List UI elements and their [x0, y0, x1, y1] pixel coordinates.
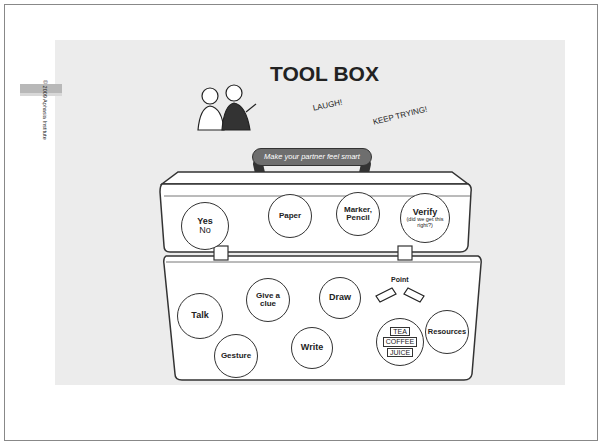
- tool-circle: Draw: [319, 277, 361, 319]
- tool-circle: Talk: [177, 293, 223, 339]
- tool-circle: Gesture: [214, 334, 258, 378]
- tool-label: Make your partner feel smart: [264, 153, 360, 161]
- tool-circle: Verify(did we get this right?): [400, 193, 450, 243]
- tool-label: Draw: [329, 293, 351, 302]
- latch: [214, 246, 228, 260]
- tool-sublabel: JUICE: [387, 348, 413, 357]
- people-figures: [198, 85, 256, 130]
- decor-bar-shadow: [20, 93, 62, 96]
- tool-label: Point: [391, 276, 409, 283]
- word-list-circle: TEACOFFEE JUICE: [376, 318, 424, 366]
- slide-frame: [5, 5, 598, 441]
- tool-label: Paper: [279, 212, 301, 220]
- tool-label: TEA: [390, 327, 410, 336]
- tool-label: Give a clue: [250, 292, 286, 309]
- tool-sublabel: (did we get this right?): [404, 217, 446, 229]
- latch: [398, 246, 412, 260]
- tool-sublabel: No: [199, 226, 211, 235]
- box-body: [164, 256, 481, 380]
- slide-title: TOOL BOX: [270, 62, 379, 86]
- tool-label: Gesture: [221, 352, 251, 360]
- copyright-note: © 2009 Aphasia Institute: [42, 80, 48, 140]
- tool-label: Talk: [191, 311, 208, 320]
- decor-bar: [20, 84, 62, 93]
- tool-circle: Resources: [425, 310, 469, 354]
- pointing-hands: [376, 288, 424, 302]
- lid-front: [160, 184, 471, 252]
- lid-top: [162, 172, 468, 184]
- tool-circle: Give a clue: [246, 278, 290, 322]
- yes-no-circle: YesNo: [181, 202, 229, 250]
- tool-circle: Paper: [268, 194, 312, 238]
- tool-label: Marker, Pencil: [340, 206, 376, 223]
- tool-circle: Marker, Pencil: [336, 192, 380, 236]
- tool-label: Verify: [413, 208, 438, 217]
- tool-label: Write: [301, 343, 323, 352]
- tool-label: Yes: [197, 217, 213, 226]
- slide-background: [55, 40, 565, 385]
- tool-label: Resources: [428, 328, 466, 336]
- tool-sublabel: COFFEE: [383, 337, 417, 346]
- body-rim: [166, 262, 480, 263]
- handle-band: Make your partner feel smart: [252, 148, 372, 166]
- tool-circle: Write: [291, 327, 333, 369]
